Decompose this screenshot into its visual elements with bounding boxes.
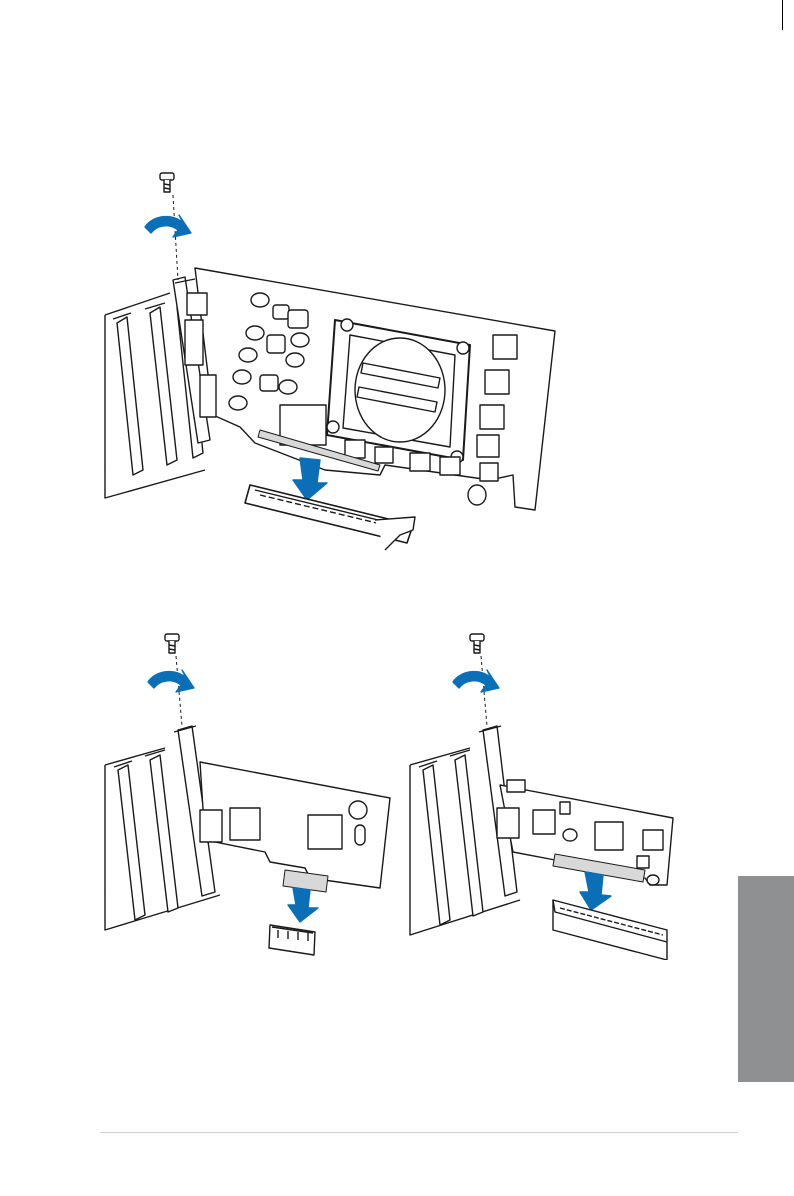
insert-arrow-icon: [580, 872, 611, 910]
screw-icon: [160, 173, 174, 192]
insert-arrow-icon: [288, 888, 318, 922]
graphics-card-illustration: [95, 165, 570, 560]
rotate-arrow-icon: [145, 215, 191, 237]
crop-mark: [782, 0, 783, 30]
rotate-arrow-icon: [453, 670, 499, 692]
rotate-arrow-icon: [148, 670, 194, 692]
chapter-side-tab: [738, 876, 794, 1082]
pcie-x1-card-illustration: [100, 630, 400, 960]
pci-card-illustration: [405, 630, 695, 960]
footer-rule: [100, 1132, 738, 1133]
screw-icon: [470, 634, 484, 653]
screw-icon: [165, 634, 179, 653]
